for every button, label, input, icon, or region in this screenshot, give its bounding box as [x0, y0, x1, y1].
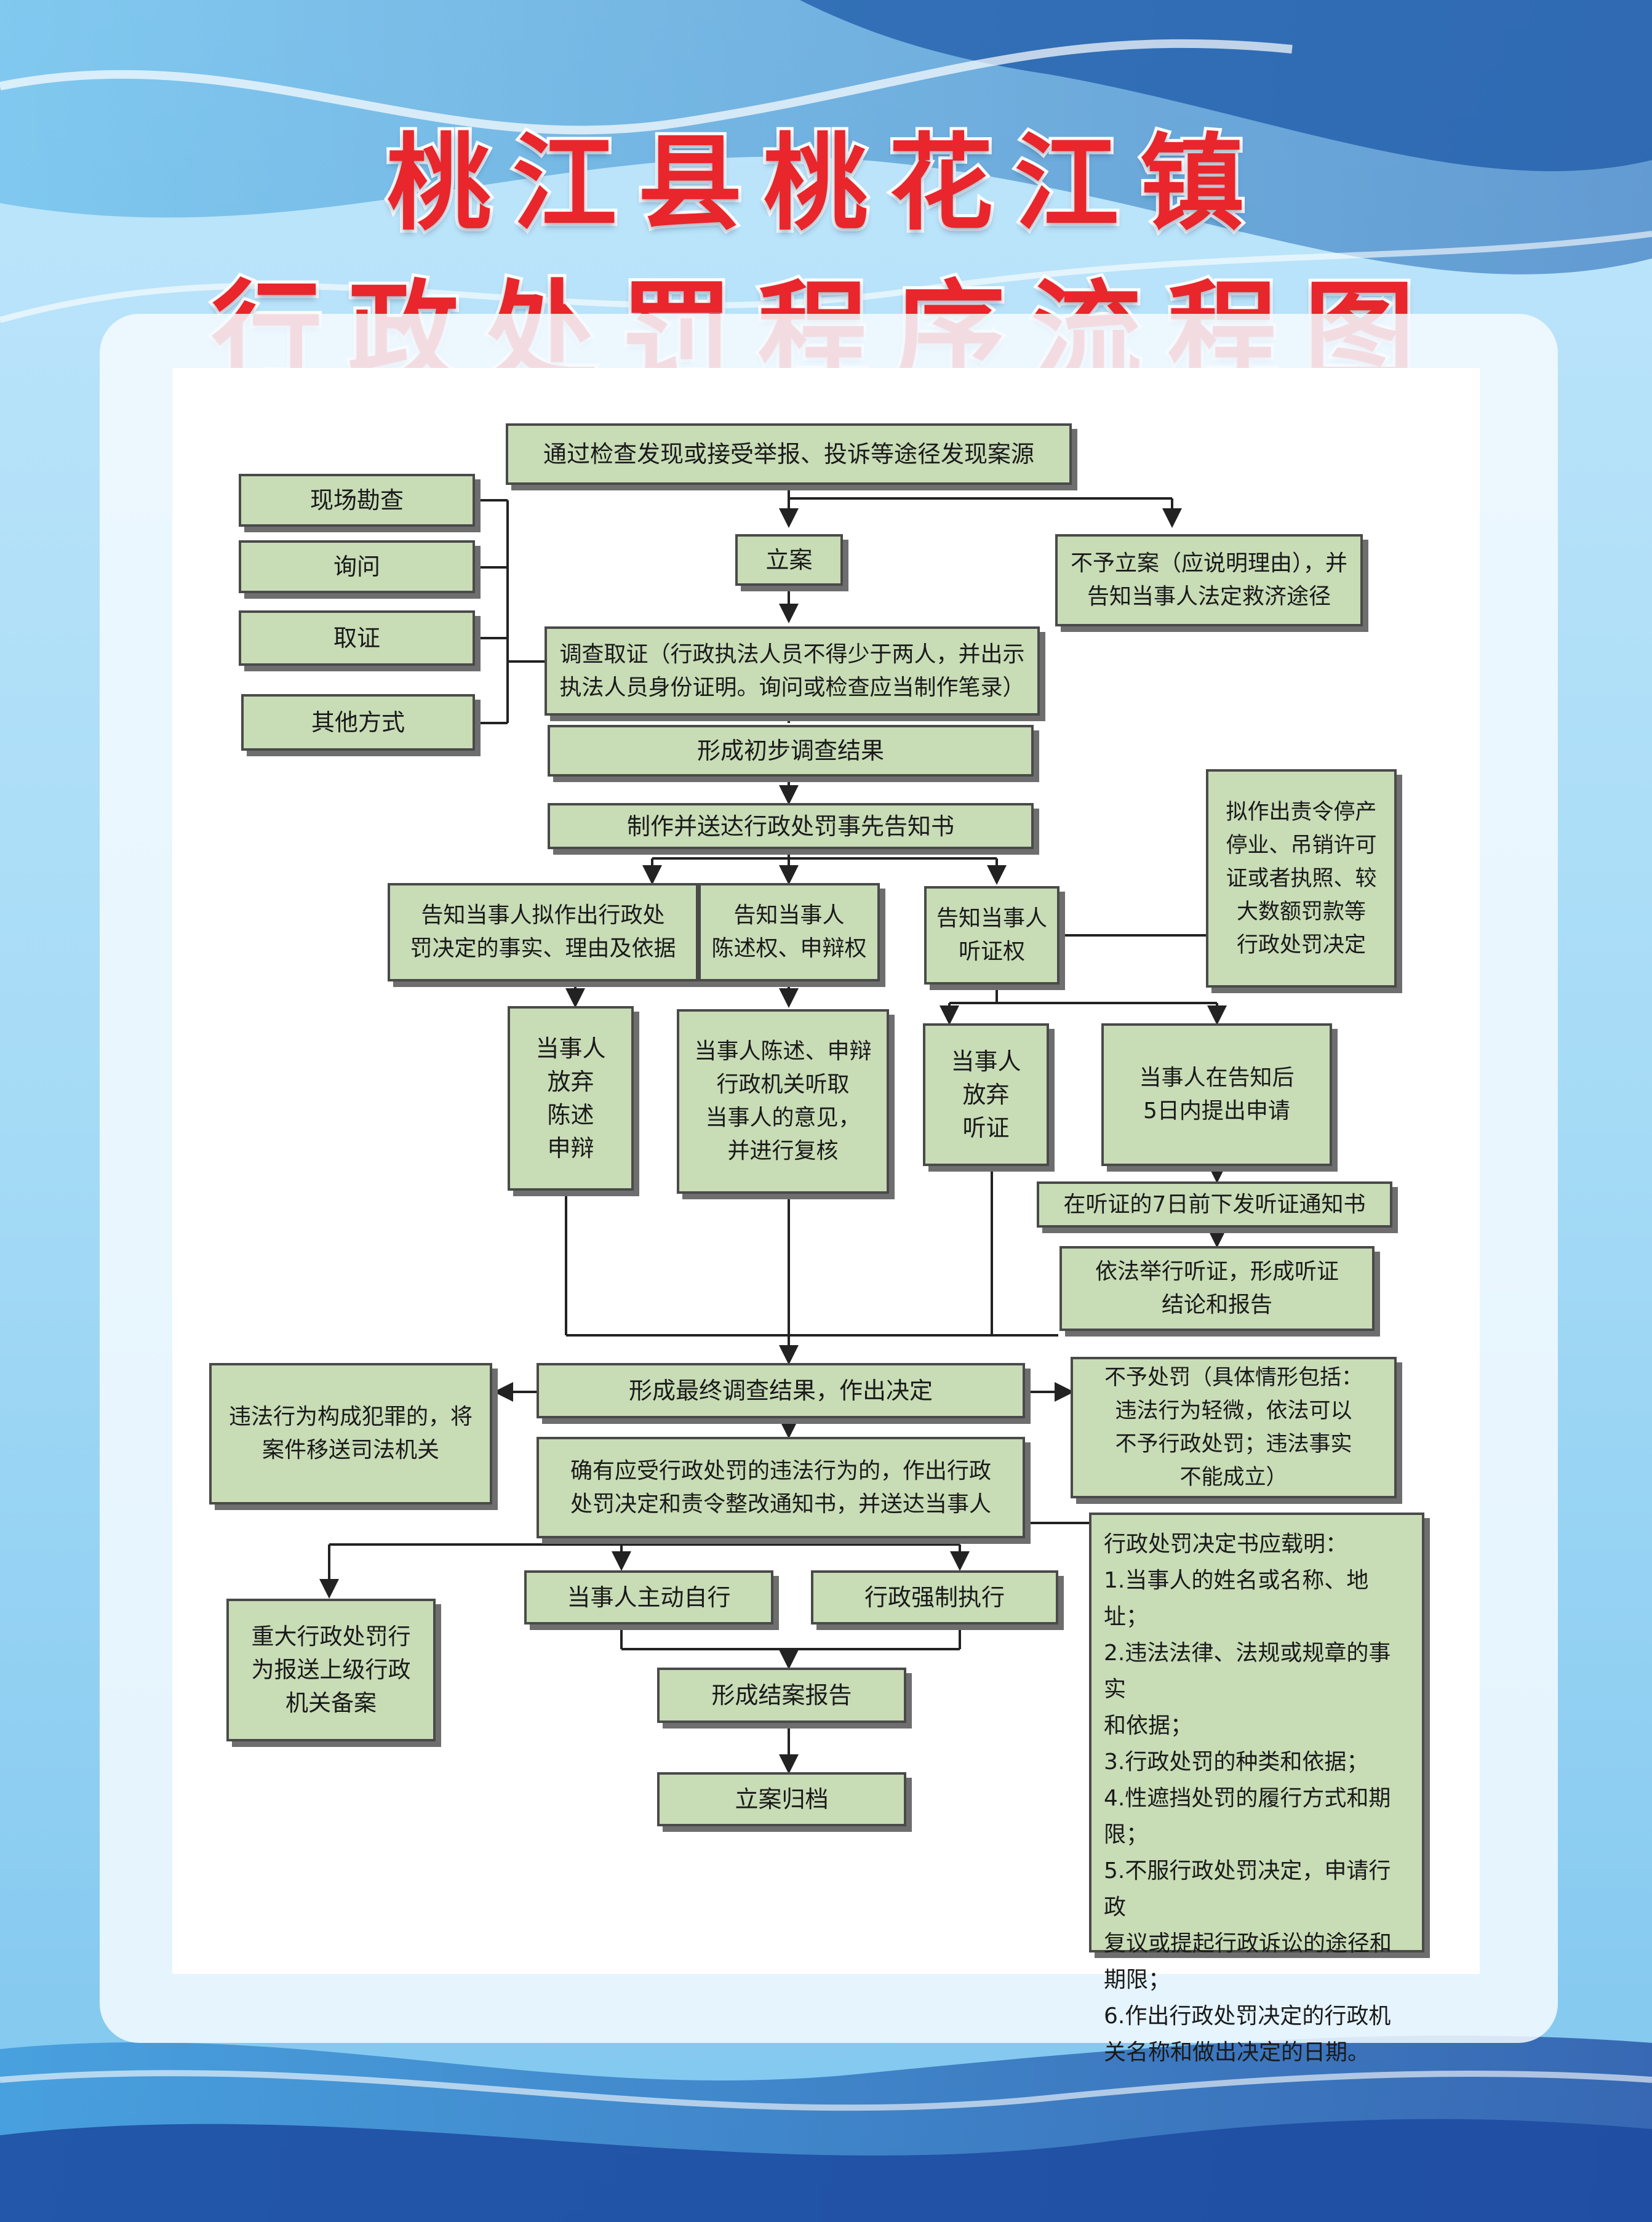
node-final-result: 形成最终调查结果，作出决定	[537, 1363, 1025, 1418]
node-notify-statement: 告知当事人 陈述权、申辩权	[698, 883, 880, 981]
node-source: 通过检查发现或接受举报、投诉等途径发现案源	[506, 423, 1072, 485]
node-notify-facts: 告知当事人拟作出行政处 罚决定的事实、理由及依据	[388, 883, 698, 981]
node-waive-statement: 当事人 放弃 陈述 申辩	[508, 1006, 634, 1191]
node-file-case: 立案	[735, 534, 843, 586]
node-waive-hearing: 当事人 放弃 听证	[923, 1023, 1049, 1166]
node-no-penalty: 不予处罚（具体情形包括： 违法行为轻微，依法可以 不予行政处罚；违法事实 不能成…	[1071, 1357, 1397, 1498]
edge-source-split	[788, 486, 1172, 500]
node-enforce: 行政强制执行	[811, 1570, 1058, 1625]
node-hearing-notice: 在听证的7日前下发听证通知书	[1037, 1181, 1392, 1228]
node-penalty-decision: 确有应受行政处罚的违法行为的，作出行政 处罚决定和责令整改通知书，并送达当事人	[537, 1437, 1025, 1538]
node-statement-review: 当事人陈述、申辩 行政机关听取 当事人的意见， 并进行复核	[677, 1009, 889, 1194]
edge-notice-split	[652, 849, 997, 860]
edge-methods-bracket	[475, 499, 545, 724]
node-report-superior: 重大行政处罚行 为报送上级行政 机关备案	[226, 1599, 436, 1741]
node-self-comply: 当事人主动自行	[524, 1570, 773, 1625]
title-line-1: 桃江县桃花江镇	[383, 120, 1266, 248]
edge-hearing-split	[949, 985, 1217, 1004]
node-decision-contents: 行政处罚决定书应载明： 1.当事人的姓名或名称、地址； 2.违法法律、法规或规章…	[1089, 1513, 1424, 2065]
node-prelim-result: 形成初步调查结果	[548, 725, 1034, 777]
node-notify-hearing: 告知当事人 听证权	[924, 886, 1059, 985]
node-other-methods: 其他方式	[241, 694, 475, 751]
node-hold-hearing: 依法举行听证，形成听证 结论和报告	[1059, 1246, 1375, 1331]
node-major-decision: 拟作出责令停产 停业、吊销许可 证或者执照、较 大数额罚款等 行政处罚决定	[1206, 769, 1397, 988]
node-investigate: 调查取证（行政执法人员不得少于两人，并出示 执法人员身份证明。询问或检查应当制作…	[545, 626, 1040, 716]
node-closing-report: 形成结案报告	[657, 1668, 906, 1723]
node-no-case: 不予立案（应说明理由），并 告知当事人法定救济途径	[1055, 534, 1363, 626]
node-evidence: 取证	[239, 610, 475, 666]
node-crime-transfer: 违法行为构成犯罪的，将 案件移送司法机关	[209, 1363, 492, 1505]
node-inquiry: 询问	[239, 540, 475, 593]
edge-comply-merge	[620, 1625, 961, 1650]
edge-merge-bar	[565, 1166, 1058, 1337]
node-on-site: 现场勘查	[239, 474, 475, 527]
node-archive: 立案归档	[657, 1772, 906, 1826]
node-prior-notice: 制作并送达行政处罚事先告知书	[548, 803, 1034, 849]
node-apply-hearing: 当事人在告知后 5日内提出申请	[1101, 1023, 1332, 1166]
